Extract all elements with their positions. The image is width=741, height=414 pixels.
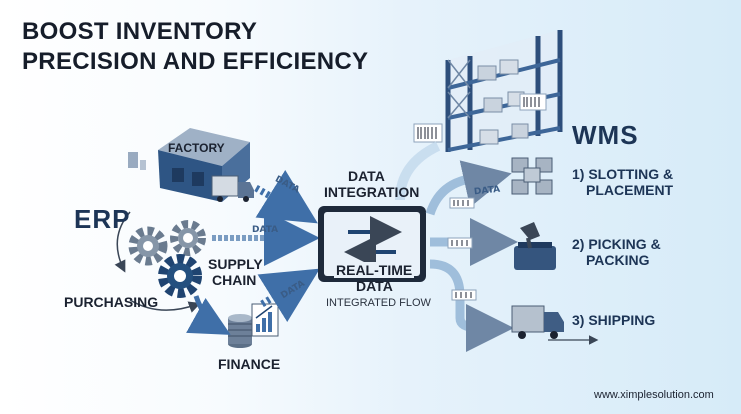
- chart-report-icon: [251, 303, 279, 337]
- finance-coins-icon: [228, 314, 252, 348]
- shipping-truck-icon: [511, 305, 599, 345]
- finance-label: FINANCE: [218, 356, 281, 372]
- wms-step-2-line2: PACKING: [586, 252, 650, 268]
- wms-label: WMS: [572, 120, 639, 150]
- supply-chain-label-line1: SUPPLY: [208, 256, 263, 272]
- title-line-2: PRECISION AND EFFICIENCY: [22, 48, 369, 75]
- data-integration-label-line2: INTEGRATION: [324, 184, 420, 200]
- integrated-flow-caption: INTEGRATED FLOW: [326, 297, 431, 309]
- warehouse-rack-icon: [445, 30, 563, 152]
- title-line-1: BOOST INVENTORY: [22, 18, 258, 45]
- factory-label: FACTORY: [168, 141, 225, 155]
- wms-flow-arrows: [395, 141, 518, 352]
- data-integration-label-line1: DATA: [348, 168, 385, 184]
- barcode-tag-icon: [413, 93, 547, 143]
- website-url: www.ximplesolution.com: [594, 389, 714, 401]
- gear-icon: [128, 220, 206, 298]
- arrow-to-finance: [186, 295, 231, 335]
- wms-step-1-line2: PLACEMENT: [586, 182, 674, 198]
- wms-step-1-line1: 1) SLOTTING &: [572, 166, 674, 182]
- wms-step-3-line1: 3) SHIPPING: [572, 312, 656, 328]
- boxes-icon: [511, 157, 553, 195]
- flow-barcodes: [447, 197, 477, 301]
- realtime-data-label-line1: REAL-TIME: [334, 262, 415, 278]
- erp-label: ERP: [74, 204, 131, 234]
- barcode-scanner-bin-icon: [514, 222, 556, 270]
- realtime-data-label-line2: DATA: [356, 278, 393, 294]
- delivery-truck-icon: [211, 175, 254, 202]
- wms-step-2-line1: 2) PICKING &: [572, 236, 661, 252]
- data-arrow-label-middle: DATA: [252, 225, 279, 235]
- data-flow-arrows: [212, 169, 320, 323]
- purchasing-label: PURCHASING: [64, 294, 159, 310]
- supply-chain-label-line2: CHAIN: [212, 272, 257, 288]
